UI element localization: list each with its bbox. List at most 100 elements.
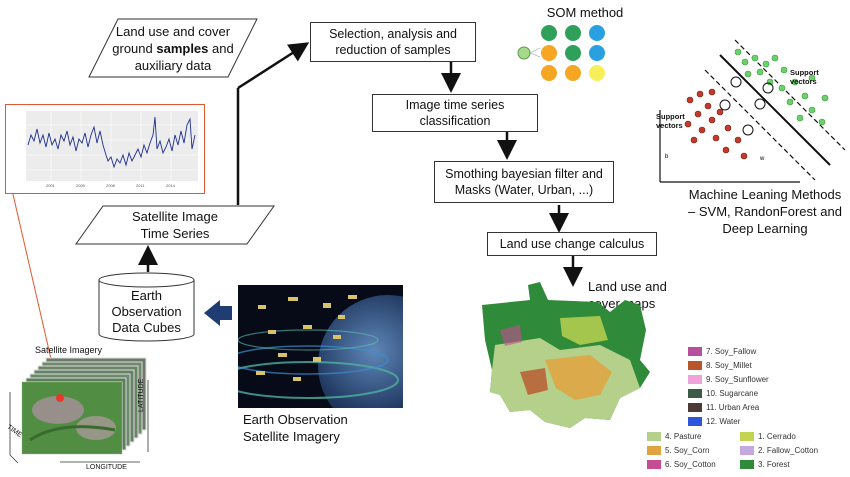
ml-title-line-3: Deep Learning	[722, 221, 808, 236]
eo-imagery-line-2: Satellite Imagery	[243, 429, 340, 444]
samples-parallelogram: Land use and cover ground samples and au…	[88, 18, 258, 78]
change-box: Land use change calculus	[487, 232, 657, 256]
legend-label: 3. Forest	[758, 460, 790, 469]
arrow-to-selection	[237, 42, 310, 90]
samples-bold: samples	[156, 40, 209, 56]
smoothing-line-1: Smothing bayesian filter and	[445, 167, 603, 181]
change-label: Land use change calculus	[499, 237, 645, 251]
legend-item: 7. Soy_Fallow	[688, 347, 756, 356]
legend-swatch	[688, 375, 702, 384]
legend-item: 3. Forest	[740, 460, 790, 469]
green-points	[734, 48, 829, 126]
cylinder-shape	[98, 272, 195, 342]
support-left-line-2: vectors	[656, 121, 683, 130]
cube-line-2: Observation	[111, 304, 182, 319]
legend-swatch	[647, 446, 661, 455]
eo-imagery-line-1: Earth Observation	[243, 412, 348, 427]
classification-line-2: classification	[419, 114, 491, 128]
time-series-plot: 2001 2005 2008 2011 2014	[5, 104, 205, 194]
smoothing-box: Smothing bayesian filter and Masks (Wate…	[434, 161, 614, 203]
legend-item: 2. Fallow_Cotton	[740, 446, 818, 455]
legend-label: 10. Sugarcane	[706, 389, 759, 398]
legend-label: 2. Fallow_Cotton	[758, 446, 819, 455]
selection-box: Selection, analysis and reduction of sam…	[310, 22, 476, 62]
data-cube-cylinder: Earth Observation Data Cubes	[98, 272, 195, 342]
legend-swatch	[688, 361, 702, 370]
legend-swatch	[647, 432, 661, 441]
ml-title-line-1: Machine Leaning Methods	[688, 187, 842, 202]
arrow-eo-to-cube	[204, 300, 232, 326]
selection-line-1: Selection, analysis and	[329, 27, 457, 41]
svm-w-label: w	[759, 156, 765, 162]
eo-imagery-label: Earth Observation Satellite Imagery	[243, 411, 383, 445]
support-left-line-1: Support	[656, 112, 685, 121]
samples-line-2: ground samples and	[112, 40, 233, 57]
legend-swatch	[740, 446, 754, 455]
support-vectors-top: Support vectors	[790, 68, 819, 86]
legend-label: 8. Soy_Millet	[706, 361, 752, 370]
legend-swatch	[688, 347, 702, 356]
ml-title-line-2: – SVM, RandonForest and	[688, 204, 842, 219]
legend-label: 4. Pasture	[665, 432, 702, 441]
legend-item: 12. Water	[688, 417, 740, 426]
legend-item: 1. Cerrado	[740, 432, 796, 441]
parallelogram-shape-2	[75, 205, 275, 245]
legend-label: 11. Urban Area	[706, 403, 760, 412]
legend-label: 1. Cerrado	[758, 432, 796, 441]
svg-text:2005: 2005	[76, 183, 86, 188]
samples-line-2-pre: ground	[112, 40, 157, 56]
smoothing-line-2: Masks (Water, Urban, ...)	[454, 183, 594, 197]
eo-satellite-image	[238, 285, 403, 408]
cube-text: Earth Observation Data Cubes	[98, 288, 195, 336]
legend-item: 11. Urban Area	[688, 403, 759, 412]
samples-text: Land use and cover ground samples and au…	[88, 18, 258, 78]
satellite-ts-parallelogram: Satellite Image Time Series	[75, 205, 275, 245]
satellite-ts-text: Satellite Image Time Series	[75, 205, 275, 245]
legend-item: 5. Soy_Corn	[647, 446, 709, 455]
support-vectors-left: Support vectors	[656, 112, 685, 130]
land-maps-line-1: Land use and	[588, 279, 667, 294]
legend-item: 4. Pasture	[647, 432, 701, 441]
cube-line-3: Data Cubes	[112, 320, 181, 335]
legend-label: 12. Water	[706, 417, 741, 426]
samples-line-1: Land use and cover	[115, 23, 231, 39]
svg-text:2001: 2001	[46, 183, 56, 188]
satellite-ts-line-1: Satellite Image	[132, 209, 218, 224]
svg-text:2014: 2014	[166, 183, 176, 188]
selection-line-2: reduction of samples	[335, 43, 451, 57]
cube-line-1: Earth	[130, 288, 163, 303]
legend-item: 9. Soy_Sunflower	[688, 375, 769, 384]
svg-text:2008: 2008	[106, 183, 116, 188]
samples-line-3: auxiliary data	[134, 57, 212, 73]
support-vector-rings	[719, 76, 774, 136]
legend-label: 7. Soy_Fallow	[706, 347, 757, 356]
svm-b-label: b	[665, 154, 669, 160]
legend-label: 5. Soy_Corn	[665, 446, 710, 455]
legend-swatch	[740, 460, 754, 469]
legend-item: 8. Soy_Millet	[688, 361, 752, 370]
legend-label: 9. Soy_Sunflower	[706, 375, 769, 384]
sat-imagery-title: Satellite Imagery	[35, 345, 103, 355]
legend-item: 6. Soy_Cotton	[647, 460, 716, 469]
classification-line-1: Image time series	[405, 98, 505, 112]
svg-text:2011: 2011	[136, 183, 145, 188]
satellite-ts-line-2: Time Series	[140, 226, 210, 241]
red-points	[684, 88, 748, 160]
legend-swatch	[688, 403, 702, 412]
ml-title: Machine Leaning Methods – SVM, RandonFor…	[680, 186, 850, 237]
legend-swatch	[688, 389, 702, 398]
classification-box: Image time series classification	[372, 94, 538, 132]
legend-swatch	[688, 417, 702, 426]
support-top-line-1: Support	[790, 68, 819, 77]
legend-item: 10. Sugarcane	[688, 389, 758, 398]
longitude-axis-label: LONGITUDE	[86, 464, 127, 471]
legend-swatch	[740, 432, 754, 441]
legend-label: 6. Soy_Cotton	[665, 460, 716, 469]
legend-swatch	[647, 460, 661, 469]
time-series-chart: 2001 2005 2008 2011 2014	[26, 111, 198, 188]
samples-line-2-post: and	[208, 40, 234, 56]
